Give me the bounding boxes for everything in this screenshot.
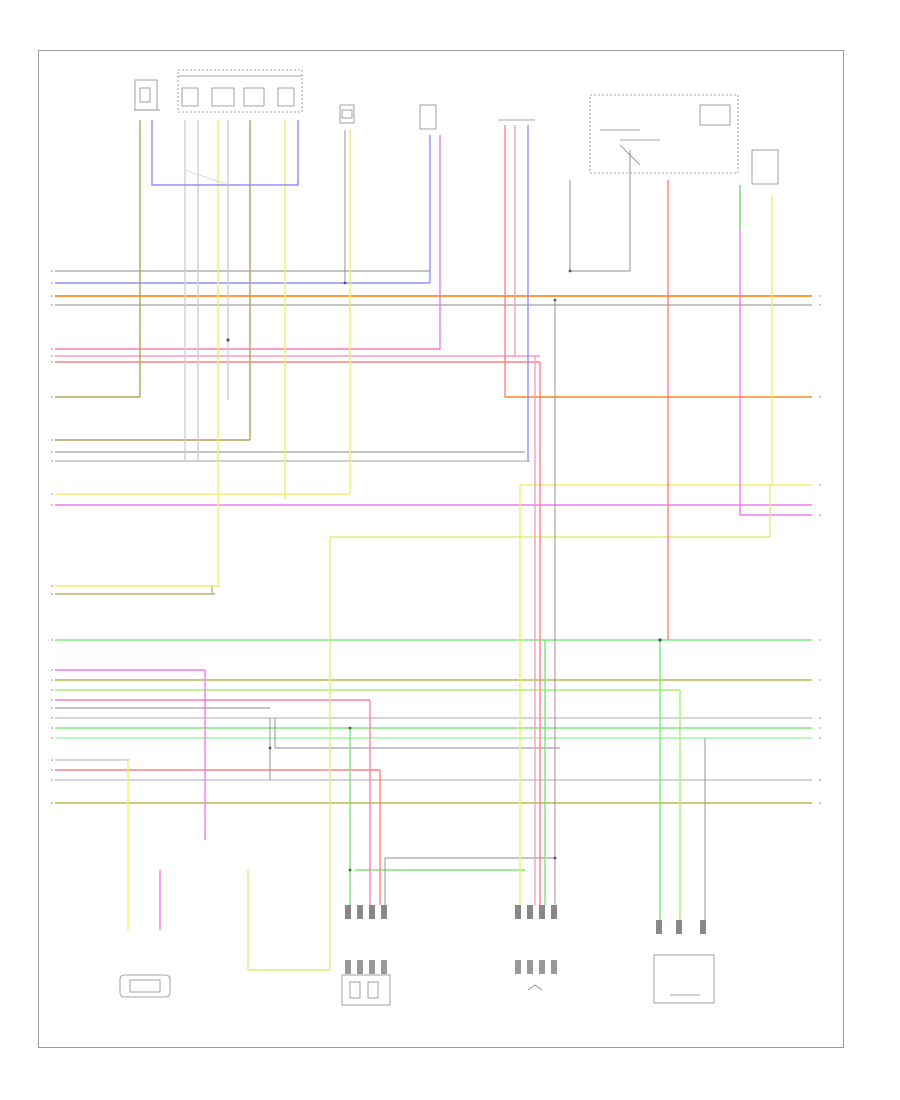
- component-bottom-sensor-3: [515, 905, 557, 991]
- component-instrument-cluster: [589, 94, 739, 174]
- right-terminal-markers: [819, 295, 821, 804]
- component-fuse-junction-block: [177, 69, 303, 113]
- component-bottom-sensor-2: [341, 905, 391, 1006]
- splice-dots: [226, 269, 662, 872]
- component-center-box-1: [339, 104, 355, 124]
- diagram-frame: [38, 50, 844, 1048]
- component-bottom-sensor-1: [119, 974, 171, 998]
- component-center-box-2: [419, 104, 437, 130]
- horizontal-wires: [55, 270, 812, 971]
- wire-blue-link: [151, 180, 299, 186]
- vertical-wires: [127, 120, 773, 970]
- left-terminal-markers: [51, 270, 53, 804]
- component-left-switch: [134, 79, 160, 111]
- component-right-sensor: [751, 149, 779, 185]
- wire-gray-link: [184, 169, 229, 186]
- component-bottom-module-4: [653, 920, 715, 1004]
